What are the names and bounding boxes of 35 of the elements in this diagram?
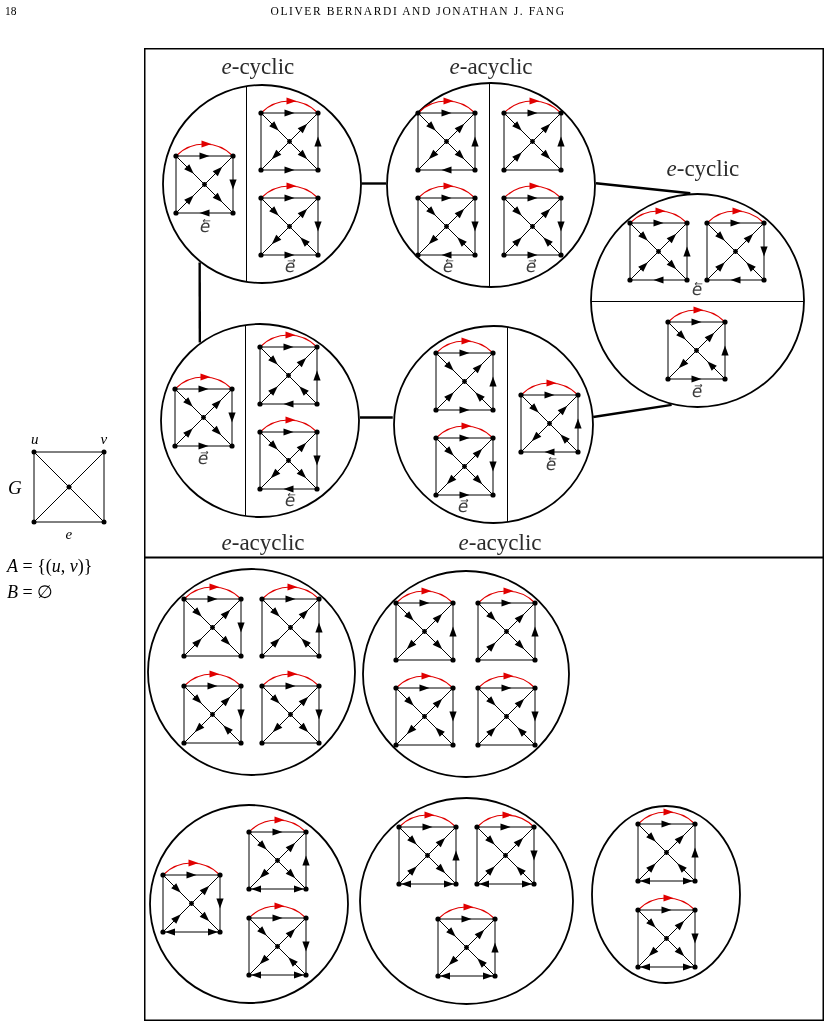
circle-node [146, 568, 356, 776]
orientation-label: e⃖ [441, 257, 456, 277]
connector-line [595, 182, 691, 195]
circle-node [359, 797, 574, 1005]
class-heading: e-cyclic [221, 54, 295, 78]
orientation-label: e⃗ [456, 497, 471, 517]
ellipse-node [591, 805, 741, 984]
page-number: 18 [5, 6, 17, 18]
vertex-label: u [31, 431, 39, 447]
connector-line [359, 416, 393, 419]
orientation-label: e⃖ [690, 280, 705, 300]
class-heading: e-acyclic [221, 530, 305, 554]
orientation-label: e⃖ [283, 491, 298, 511]
class-heading: e-acyclic [449, 54, 533, 78]
connector-line [198, 262, 202, 343]
orientation-label: e⃗ [690, 382, 705, 402]
orientation-label: e⃗ [283, 257, 298, 277]
class-heading: e-cyclic [666, 156, 740, 180]
panel-box [144, 48, 824, 558]
connector-line [593, 403, 672, 419]
set-definition: A = {(u, v)} [7, 557, 93, 575]
set-definition: B = ∅ [7, 583, 54, 601]
orientation-label: e⃖ [544, 455, 559, 475]
running-header: OLIVER BERNARDI AND JONATHAN J. FANG [270, 6, 566, 18]
orientation-label: e⃖ [198, 217, 213, 237]
vertex-label: v [100, 431, 108, 447]
circle-node [149, 803, 349, 1004]
orientation-label: e⃗ [524, 257, 539, 277]
panel-box [144, 556, 824, 1021]
class-heading: e-acyclic [458, 530, 542, 554]
graph-name-label: G [8, 477, 22, 497]
connector-line [361, 182, 386, 185]
orientation-label: e⃗ [196, 449, 211, 469]
circle-node [361, 570, 570, 778]
edge-name-label: e [65, 526, 73, 542]
